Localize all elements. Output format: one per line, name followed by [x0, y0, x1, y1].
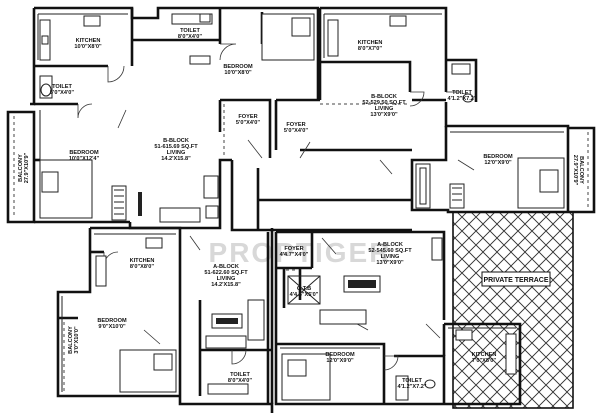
room-name-toilet-tl: TOILET [52, 84, 72, 90]
room-dim-kitchen-br: 7'0"X8'0" [472, 358, 496, 364]
balcony-name-balcony-bl: BALCONY [68, 326, 74, 354]
block-area-b-block-left: 51-615.69 SQ.FT [154, 144, 198, 150]
block-room-b-block-left: LIVING [167, 150, 186, 156]
block-dim-b-block-right: 13'0"X9'0" [370, 112, 398, 118]
room-dim-kitchen-tl: 10'0"X8'0" [74, 44, 102, 50]
room-name-toilet-bl: TOILET [230, 372, 250, 378]
room-dim-bedroom-top: 10'0"X8'0" [224, 70, 252, 76]
room-name-foyer-3: FOYER [284, 246, 303, 252]
room-dim-bedroom-left: 10'0"X12'4" [69, 156, 100, 162]
balcony-dim-balcony-left: 27.9"X10'9" [24, 152, 30, 183]
room-dim-kitchen-ml: 8'0"X8'0" [130, 264, 154, 270]
room-name-foyer-2: FOYER [286, 122, 305, 128]
room-name-kitchen-br: KITCHEN [472, 352, 497, 358]
block-room-a-block-left: LIVING [217, 276, 236, 282]
room-dim-toilet-bl: 8'0"X4'0" [228, 378, 252, 384]
room-name-otb: O.T.B [297, 286, 311, 292]
room-dim-bedroom-bl: 9'0"X10'0" [98, 324, 126, 330]
block-name-b-block-right: B-BLOCK [371, 94, 397, 100]
room-name-bedroom-left: BEDROOM [69, 150, 99, 156]
room-name-kitchen-tl: KITCHEN [76, 38, 101, 44]
room-name-toilet-br: TOILET [402, 378, 422, 384]
balcony-dim-balcony-bl: 3'0"X10'0" [74, 326, 80, 354]
block-dim-b-block-left: 14.2'X15.8" [161, 156, 191, 162]
room-dim-toilet-tl: 5'0"X4'0" [50, 90, 74, 96]
block-room-a-block-right: LIVING [381, 254, 400, 260]
room-dim-kitchen-tr: 8'0"X7'0" [358, 46, 382, 52]
block-name-b-block-left: B-BLOCK [163, 138, 189, 144]
balcony-dim-balcony-right: 27.9"X10'9" [572, 155, 578, 186]
block-area-b-block-right: 52-529.50 SQ.FT [362, 100, 406, 106]
room-name-kitchen-tr: KITCHEN [358, 40, 383, 46]
block-name-a-block-left: A-BLOCK [213, 264, 239, 270]
balcony-name-balcony-right: BALCONY [578, 156, 584, 184]
block-dim-a-block-left: 14.2'X15.8" [211, 282, 241, 288]
block-dim-a-block-right: 13'0"X9'0" [376, 260, 404, 266]
room-dim-foyer-3: 4'4.7"X4'0" [280, 252, 309, 258]
block-area-a-block-left: 51-622.60 SQ.FT [204, 270, 248, 276]
room-dim-toilet-tr: 4'1.2"X7.2" [447, 96, 476, 102]
room-name-bedroom-bm: BEDROOM [325, 352, 355, 358]
room-name-kitchen-ml: KITCHEN [130, 258, 155, 264]
room-dim-foyer-1: 5'0"X4'0" [236, 120, 260, 126]
balcony-name-balcony-left: BALCONY [18, 154, 24, 182]
room-name-toilet-tr: TOILET [452, 90, 472, 96]
block-area-a-block-right: 52-545.60 SQ.FT [368, 248, 412, 254]
block-name-a-block-right: A-BLOCK [377, 242, 403, 248]
block-room-b-block-right: LIVING [375, 106, 394, 112]
room-name-toilet-top: TOILET [180, 28, 200, 34]
terrace-label-box [481, 271, 551, 287]
room-dim-bedroom-right: 12'0"X9'0" [484, 160, 512, 166]
room-dim-toilet-top: 8'0"X4'0" [178, 34, 202, 40]
room-name-bedroom-right: BEDROOM [483, 154, 513, 160]
room-name-foyer-1: FOYER [238, 114, 257, 120]
room-dim-otb: 4'4.5"X5'0" [290, 292, 319, 298]
room-name-bedroom-top: BEDROOM [223, 64, 253, 70]
room-dim-foyer-2: 5'0"X4'0" [284, 128, 308, 134]
terrace-label: PRIVATE TERRACE [483, 277, 548, 284]
room-name-bedroom-bl: BEDROOM [97, 318, 127, 324]
room-labels: KITCHEN10'0"X8'0"TOILET5'0"X4'0"TOILET8'… [50, 28, 513, 390]
room-dim-bedroom-bm: 12'0"X9'0" [326, 358, 354, 364]
room-dim-toilet-br: 4'1.2"X7.2" [397, 384, 426, 390]
watermark-text: PROPTIGER [209, 237, 392, 268]
terrace-area [452, 211, 574, 409]
